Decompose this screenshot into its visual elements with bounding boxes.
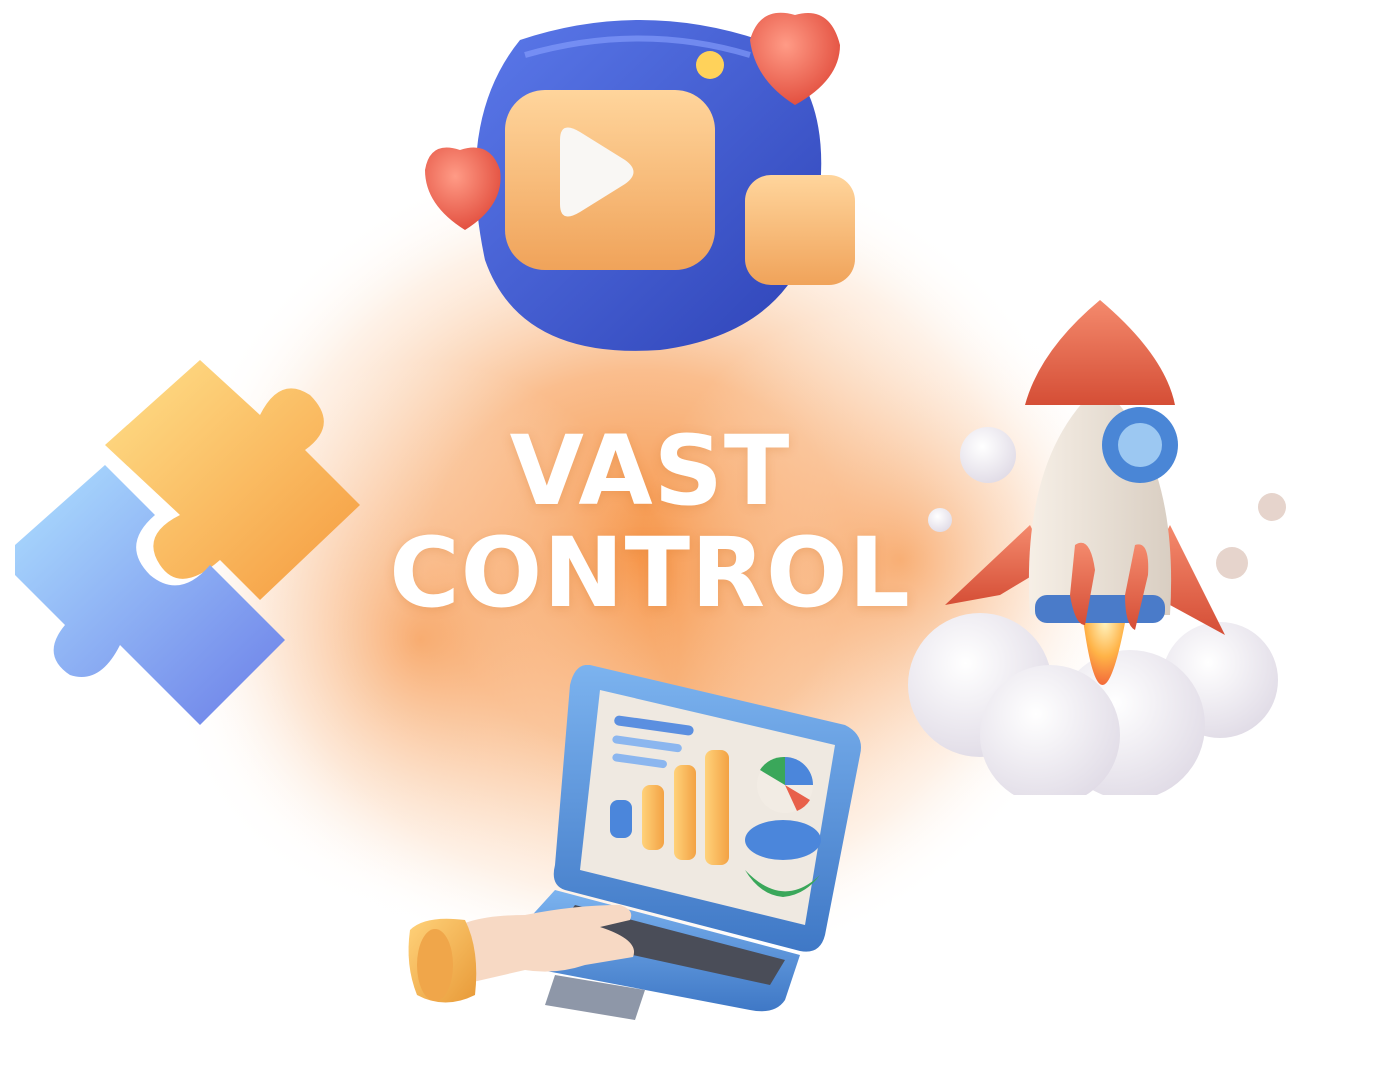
puzzle-icon: [15, 360, 360, 725]
laptop-analytics-icon: [408, 665, 861, 1020]
headline: VAST CONTROL: [340, 420, 960, 624]
rocket-icon: [908, 300, 1286, 795]
headline-line-2: CONTROL: [389, 517, 911, 629]
video-player-icon: [425, 12, 855, 351]
headline-line-1: VAST: [509, 415, 791, 527]
